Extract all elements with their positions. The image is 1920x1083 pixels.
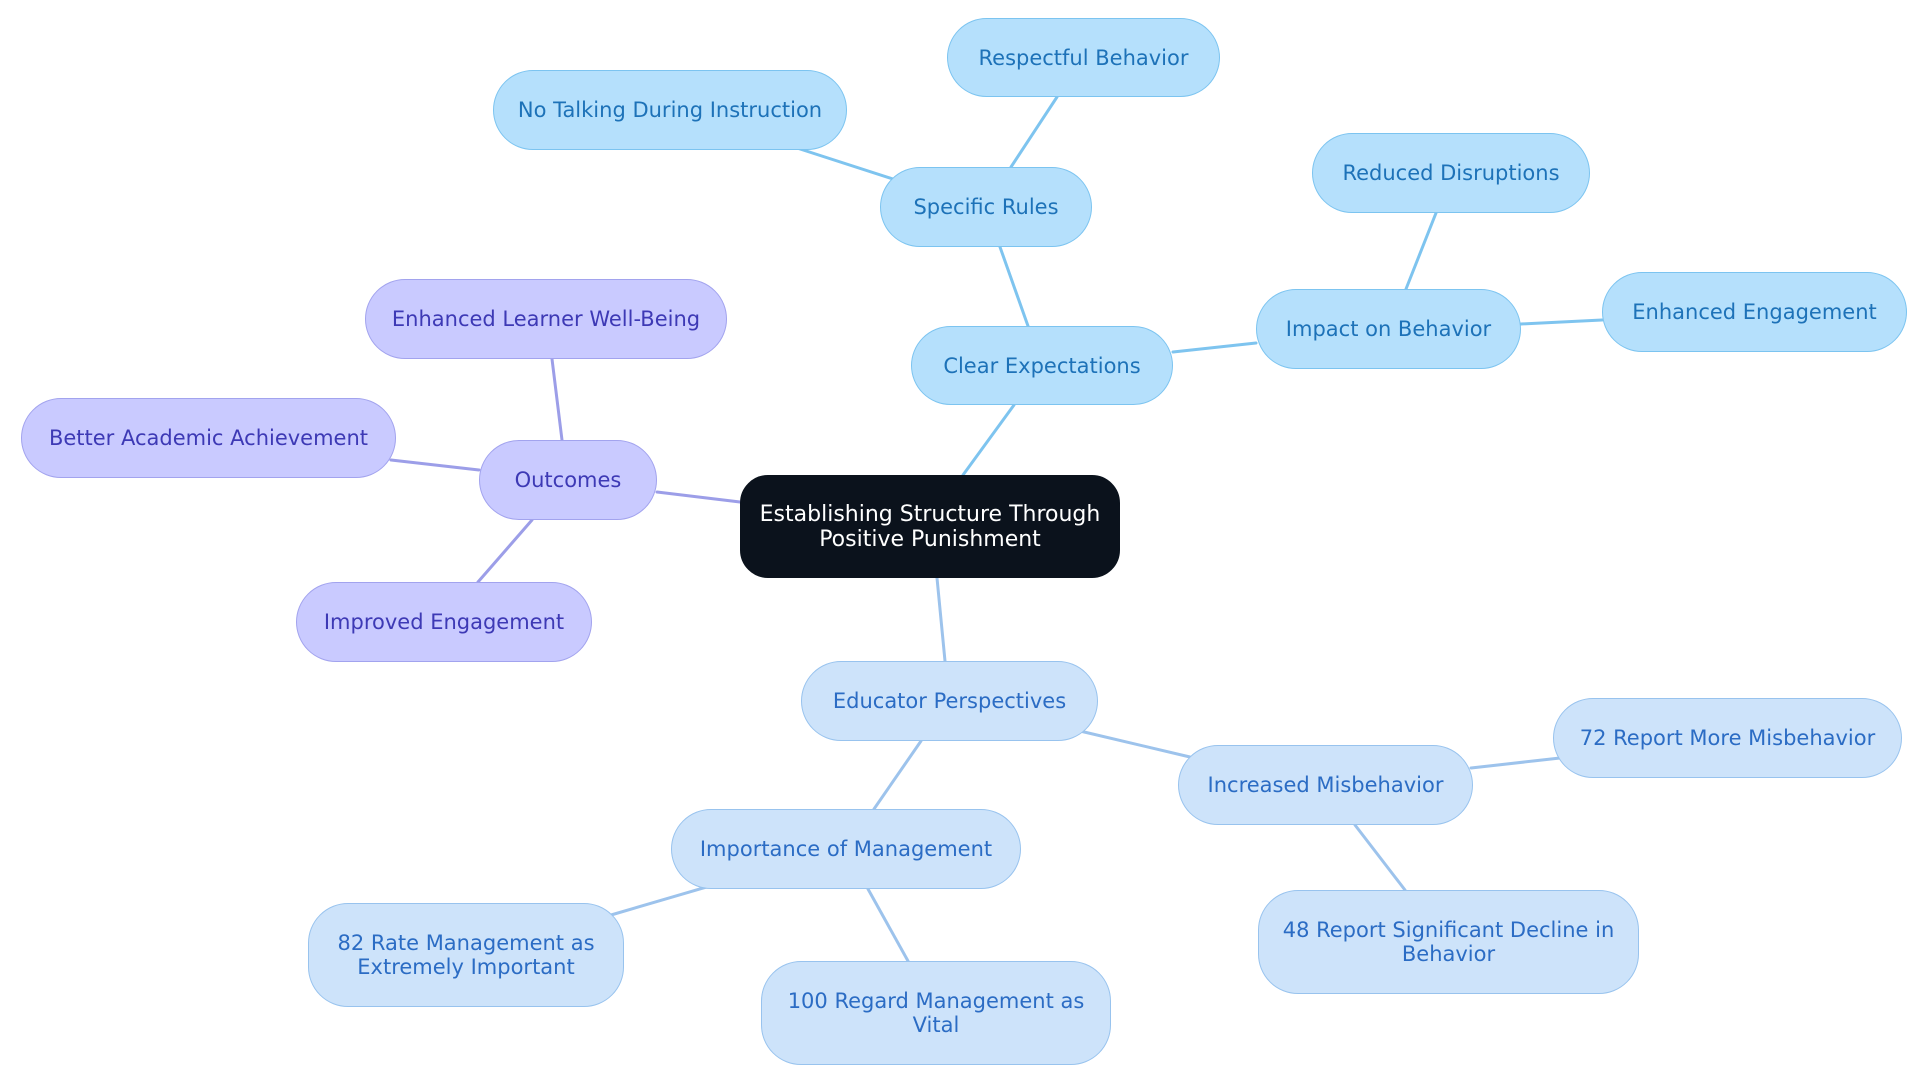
edge-clear-expectations-specific-rules (998, 245, 1030, 328)
node-enhanced-learner-well-being[interactable]: Enhanced Learner Well-Being (365, 279, 727, 359)
node-importance-of-management[interactable]: Importance of Management (671, 809, 1021, 889)
root-node[interactable]: Establishing Structure Through Positive … (740, 475, 1120, 578)
edge-importance-82 (609, 884, 712, 917)
edge-perspectives-importance (872, 739, 923, 811)
node-82-rate-management[interactable]: 82 Rate Management as Extremely Importan… (308, 903, 624, 1007)
node-better-academic-achievement[interactable]: Better Academic Achievement (21, 398, 396, 478)
node-reduced-disruptions[interactable]: Reduced Disruptions (1312, 133, 1590, 213)
edge-perspectives-increased-misbehavior (1078, 729, 1192, 759)
edge-specific-rules-no-talking (795, 146, 895, 181)
edge-clear-expectations-impact (1171, 341, 1258, 354)
edge-root-clear-expectations (961, 403, 1016, 477)
edge-specific-rules-respectful-behavior (1009, 95, 1059, 169)
edge-outcomes-improved-engagement (476, 518, 534, 584)
edge-misbehavior-72 (1469, 756, 1562, 770)
edge-outcomes-wellbeing (550, 357, 564, 442)
edge-root-outcomes (655, 490, 742, 504)
edge-importance-100 (866, 887, 910, 963)
node-no-talking-during-instruction[interactable]: No Talking During Instruction (493, 70, 847, 150)
node-48-report-significant-decline[interactable]: 48 Report Significant Decline in Behavio… (1258, 890, 1639, 994)
node-outcomes[interactable]: Outcomes (479, 440, 657, 520)
edge-outcomes-academic (389, 458, 481, 472)
node-clear-expectations[interactable]: Clear Expectations (911, 326, 1173, 405)
edge-misbehavior-48 (1353, 823, 1407, 892)
node-72-report-more-misbehavior[interactable]: 72 Report More Misbehavior (1553, 698, 1902, 778)
edge-impact-enhanced-engagement (1519, 318, 1604, 326)
node-respectful-behavior[interactable]: Respectful Behavior (947, 18, 1220, 97)
edge-root-educator-perspectives (935, 576, 947, 663)
node-improved-engagement[interactable]: Improved Engagement (296, 582, 592, 662)
node-impact-on-behavior[interactable]: Impact on Behavior (1256, 289, 1521, 369)
node-100-regard-management[interactable]: 100 Regard Management as Vital (761, 961, 1111, 1065)
edge-impact-reduced-disruptions (1404, 211, 1438, 291)
node-specific-rules[interactable]: Specific Rules (880, 167, 1092, 247)
node-enhanced-engagement[interactable]: Enhanced Engagement (1602, 272, 1907, 352)
node-increased-misbehavior[interactable]: Increased Misbehavior (1178, 745, 1473, 825)
node-educator-perspectives[interactable]: Educator Perspectives (801, 661, 1098, 741)
